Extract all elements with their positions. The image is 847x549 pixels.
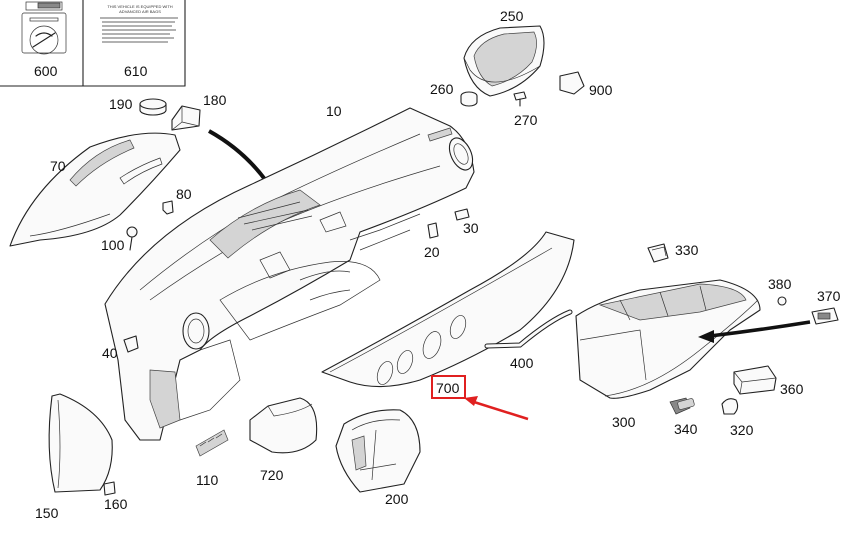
label-panel-600-610: THIS VEHICLE IS EQUIPPED WITH ADVANCED A… [0, 0, 186, 87]
part-10-dashboard [104, 107, 475, 441]
callout-380: 380 [768, 276, 792, 292]
callout-180: 180 [203, 92, 227, 108]
callout-190: 190 [109, 96, 133, 112]
part-330 [647, 243, 669, 263]
part-100-screw [126, 226, 138, 251]
part-370 [811, 307, 839, 325]
callout-10: 10 [326, 103, 342, 119]
part-30 [454, 208, 470, 221]
callout-30: 30 [463, 220, 479, 236]
part-300-glovebox [575, 279, 761, 399]
part-400-hose [484, 309, 573, 349]
part-80-clip [162, 200, 174, 215]
part-380 [777, 296, 787, 306]
callout-70: 70 [50, 158, 66, 174]
part-20 [427, 222, 439, 239]
callout-250: 250 [500, 8, 524, 24]
label-title-line1: THIS VEHICLE IS EQUIPPED WITH [107, 4, 172, 9]
part-160 [103, 481, 116, 496]
callout-100: 100 [101, 237, 125, 253]
part-200 [335, 409, 421, 493]
arrow-370-to-glovebox [698, 320, 811, 343]
callout-80: 80 [176, 186, 192, 202]
label-title-line2: ADVANCED AIR BAGS [119, 9, 161, 14]
callout-610: 610 [124, 63, 148, 79]
part-190 [139, 98, 167, 116]
part-150 [48, 393, 113, 493]
callout-720: 720 [260, 467, 284, 483]
callout-360: 360 [780, 381, 804, 397]
callout-340: 340 [674, 421, 698, 437]
callout-270: 270 [514, 112, 538, 128]
callout-330: 330 [675, 242, 699, 258]
part-360 [733, 365, 777, 395]
callout-40: 40 [102, 345, 118, 361]
part-260 [460, 91, 478, 107]
callout-260: 260 [430, 81, 454, 97]
callout-600: 600 [34, 63, 58, 79]
part-40 [123, 335, 139, 353]
part-700-trim [321, 231, 575, 388]
callout-900: 900 [589, 82, 613, 98]
part-70-cover [9, 132, 181, 247]
callout-160: 160 [104, 496, 128, 512]
part-900 [559, 71, 585, 95]
part-250-airbag [463, 25, 545, 97]
part-180 [171, 105, 201, 131]
part-320 [721, 398, 739, 415]
part-110 [195, 429, 229, 457]
part-270 [513, 91, 527, 107]
callout-370: 370 [817, 288, 841, 304]
callout-110: 110 [196, 472, 219, 488]
airbag-warning-label [21, 1, 67, 55]
advanced-airbag-label: THIS VEHICLE IS EQUIPPED WITH ADVANCED A… [100, 4, 178, 43]
part-700-highlight: 700 [431, 375, 529, 421]
callout-400: 400 [510, 355, 534, 371]
callout-320: 320 [730, 422, 754, 438]
callout-20: 20 [424, 244, 440, 260]
callout-700: 700 [436, 380, 460, 396]
callout-150: 150 [35, 505, 59, 521]
callout-200: 200 [385, 491, 409, 507]
callout-300: 300 [612, 414, 636, 430]
part-340 [669, 397, 695, 415]
part-720 [249, 397, 318, 454]
